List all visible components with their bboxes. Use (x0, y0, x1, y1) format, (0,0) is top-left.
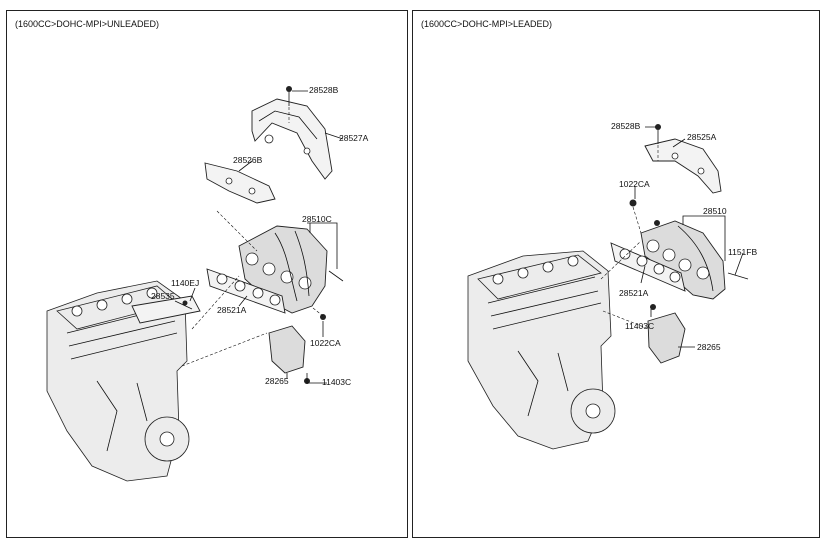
callout-label: 1022CA (619, 179, 650, 189)
engine-block-icon (467, 250, 616, 450)
gasket-icon (610, 242, 686, 292)
exhaust-manifold-icon (640, 220, 726, 300)
bracket-icon (268, 325, 306, 374)
callout-label: 28510C (302, 214, 332, 224)
callout-label: 28510 (703, 206, 727, 216)
callout-label: 11403C (625, 321, 654, 331)
callout-label: 28521A (217, 305, 247, 315)
callout-label: 28521A (619, 288, 649, 298)
callout-label: 28265 (265, 376, 289, 386)
panel-title: (1600CC>DOHC-MPI>LEADED) (421, 19, 553, 29)
callout-label: 28528B (611, 121, 641, 131)
panel-unleaded: (1600CC>DOHC-MPI>UNLEADED) (6, 10, 408, 538)
callout-label: 11403C (322, 377, 351, 387)
callout-label: 1140EJ (171, 278, 199, 288)
callout-label: 28265 (697, 342, 721, 352)
callout-label: 1022CA (310, 338, 341, 348)
panel-title: (1600CC>DOHC-MPI>UNLEADED) (15, 19, 160, 29)
diagram-leaded: 28528B 28525A 1022CA 28510 1151FB 28521A… (467, 121, 757, 450)
heat-shield-icon (644, 138, 722, 194)
heat-shield-icon (251, 98, 333, 180)
diagram-unleaded: 28528B 28527A 28526B 28510C 1140EJ 28535… (46, 85, 369, 482)
bolt-icon (629, 124, 749, 310)
bracket-icon (647, 312, 686, 364)
callout-label: 28535 (151, 291, 175, 301)
callout-label: 28526B (233, 155, 263, 165)
callout-label: 1151FB (728, 247, 757, 257)
bolt-icon (182, 86, 344, 384)
gasket-icon (206, 268, 286, 314)
engine-block-icon (46, 280, 190, 482)
panel-leaded: (1600CC>DOHC-MPI>LEADED) (412, 10, 820, 538)
callout-label: 28528B (309, 85, 339, 95)
heat-shield-icon (204, 162, 276, 204)
callout-label: 28525A (687, 132, 717, 142)
callout-label: 28527A (339, 133, 369, 143)
